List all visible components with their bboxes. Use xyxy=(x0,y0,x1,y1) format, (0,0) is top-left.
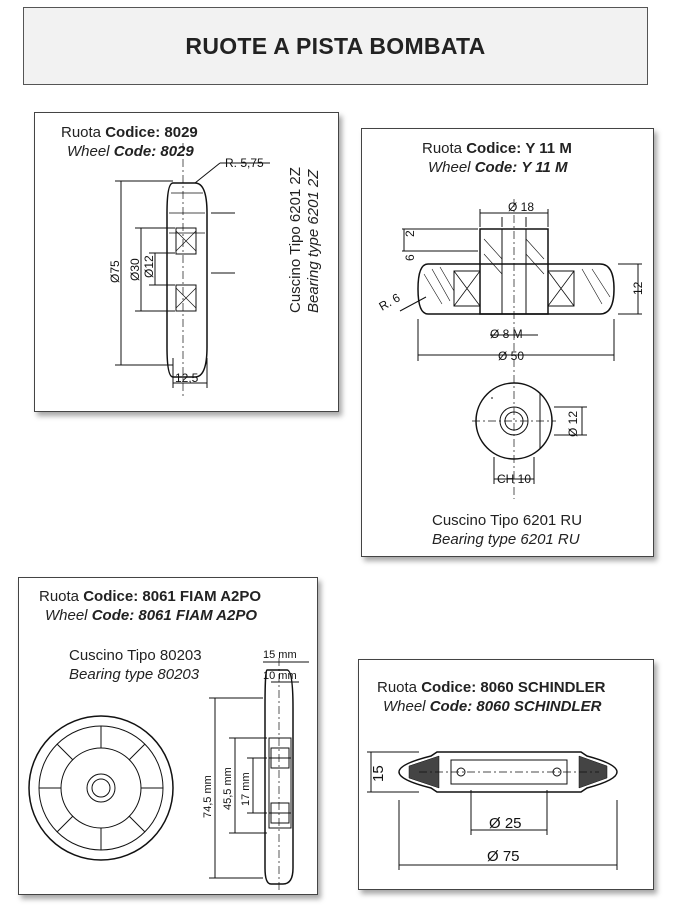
bearing-caption: Cuscino Tipo 6201 RU Bearing type 6201 R… xyxy=(432,511,582,549)
height-74-5mm-dim: 74,5 mm xyxy=(202,775,214,818)
diameter-12-dim: Ø12 xyxy=(142,255,156,278)
bearing-it-label: Cuscino Tipo 6201 2Z xyxy=(287,167,304,313)
wheel-card-8029: Ruota Codice: 8029 Wheel Code: 8029 xyxy=(34,112,339,412)
hex-ch10-dim: CH 10 xyxy=(497,472,531,486)
ruota-code-line: Ruota Codice: Y 11 M xyxy=(422,140,572,157)
bearing-en-label: Bearing type 6201 RU xyxy=(432,531,580,548)
height-45-5mm-dim: 45,5 mm xyxy=(222,767,234,810)
height-17mm-dim: 17 mm xyxy=(240,772,252,806)
wheel-drawing: 15 Ø 25 Ø 75 xyxy=(367,751,618,870)
diameter-75-dim: Ø 75 xyxy=(487,848,520,865)
height-12-dim: 12 xyxy=(631,281,645,295)
ruota-code-line: Ruota Codice: 8060 SCHINDLER xyxy=(377,679,606,696)
ruota-code-line: Ruota Codice: 8029 xyxy=(61,124,198,141)
page-title: RUOTE A PISTA BOMBATA xyxy=(185,32,486,59)
diameter-25-dim: Ø 25 xyxy=(489,815,522,832)
diameter-75-dim: Ø75 xyxy=(108,260,122,283)
diameter-50-dim: Ø 50 xyxy=(498,349,524,363)
wheel-drawing: Ø 18 6 2 R. 6 12 Ø 8 M Ø 50 Ø 12 CH 10 xyxy=(377,199,645,499)
wheel-code-line: Wheel Code: 8029 xyxy=(67,143,194,160)
wheel-drawing: R. 5,75 12,5 Ø75 Ø30 Ø12 xyxy=(108,143,270,398)
radius-6-dim: R. 6 xyxy=(377,290,403,313)
wheel-code-line: Wheel Code: 8061 FIAM A2PO xyxy=(45,607,258,624)
width-15mm-dim: 15 mm xyxy=(263,649,297,661)
card-caption: Ruota Codice: Y 11 M Wheel Code: Y 11 M xyxy=(422,139,572,177)
height-6-dim: 6 xyxy=(403,254,417,261)
diameter-18-dim: Ø 18 xyxy=(508,200,534,214)
bearing-en-label: Bearing type 80203 xyxy=(69,666,200,683)
height-2-dim: 2 xyxy=(403,230,417,237)
wheel-card-y11m: Ruota Codice: Y 11 M Wheel Code: Y 11 M xyxy=(361,128,654,557)
diameter-8m-dim: Ø 8 M xyxy=(490,327,523,341)
height-15-dim: 15 xyxy=(370,765,387,782)
radius-dim: R. 5,75 xyxy=(225,156,264,170)
width-dim: 12,5 xyxy=(175,371,199,385)
wheel-card-8060: Ruota Codice: 8060 SCHINDLER Wheel Code:… xyxy=(358,659,654,890)
page-header: RUOTE A PISTA BOMBATA xyxy=(23,7,648,85)
card-caption: Ruota Codice: 8060 SCHINDLER Wheel Code:… xyxy=(377,678,605,716)
diameter-30-dim: Ø30 xyxy=(128,258,142,281)
wheel-drawing: 15 mm 10 mm 74,5 mm 45,5 mm 17 mm xyxy=(28,649,309,890)
bearing-it-label: Cuscino Tipo 6201 RU xyxy=(432,512,583,529)
wheel-code-line: Wheel Code: 8060 SCHINDLER xyxy=(383,698,602,715)
bearing-caption: Cuscino Tipo 80203 Bearing type 80203 xyxy=(69,646,202,684)
wheel-card-8061: Ruota Codice: 8061 FIAM A2PO Wheel Code:… xyxy=(18,577,318,895)
bearing-en-label: Bearing type 6201 2Z xyxy=(305,169,322,313)
wheel-code-line: Wheel Code: Y 11 M xyxy=(428,159,568,176)
card-caption: Ruota Codice: 8029 Wheel Code: 8029 xyxy=(61,123,198,161)
ruota-code-line: Ruota Codice: 8061 FIAM A2PO xyxy=(39,588,262,605)
bearing-it-label: Cuscino Tipo 80203 xyxy=(69,647,202,664)
card-caption: Ruota Codice: 8061 FIAM A2PO Wheel Code:… xyxy=(39,587,261,625)
width-10mm-dim: 10 mm xyxy=(263,670,297,682)
diameter-12b-dim: Ø 12 xyxy=(566,411,580,437)
